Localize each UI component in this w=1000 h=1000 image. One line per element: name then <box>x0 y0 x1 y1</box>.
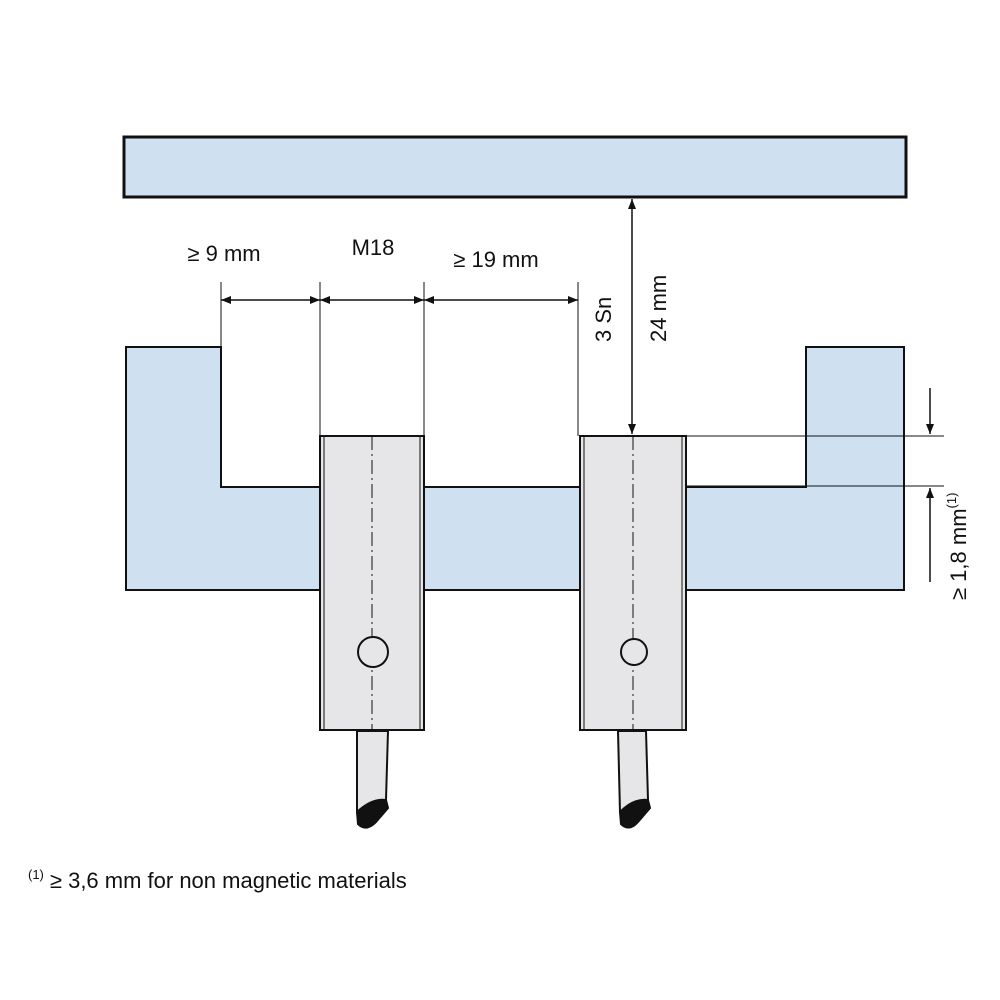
led-indicator-left <box>357 636 389 668</box>
footnote-ref: (1) <box>28 867 44 882</box>
target-plate <box>122 135 908 199</box>
extension-lines <box>220 282 579 436</box>
cable-end-left <box>355 798 390 829</box>
cable-end-right <box>618 798 652 829</box>
label-min-protrusion-text: ≥ 1,8 mm <box>946 508 971 600</box>
sensor-right <box>579 435 687 829</box>
sensor-left <box>319 435 425 829</box>
led-indicator-right <box>620 638 648 666</box>
protrusion-extension-lines <box>686 435 944 487</box>
label-gap-between: ≥ 19 mm <box>453 247 538 272</box>
label-target-distance: 24 mm <box>646 275 671 342</box>
label-sensing-distance: 3 Sn <box>591 297 616 342</box>
label-gap-left: ≥ 9 mm <box>187 241 260 266</box>
footnote-text: ≥ 3,6 mm for non magnetic materials <box>50 868 407 893</box>
label-thread: M18 <box>352 235 395 260</box>
mounting-bracket <box>125 346 905 591</box>
footnote: (1) ≥ 3,6 mm for non magnetic materials <box>28 867 407 893</box>
label-min-protrusion: ≥ 1,8 mm(1) <box>944 493 971 600</box>
label-min-protrusion-ref: (1) <box>944 493 959 509</box>
